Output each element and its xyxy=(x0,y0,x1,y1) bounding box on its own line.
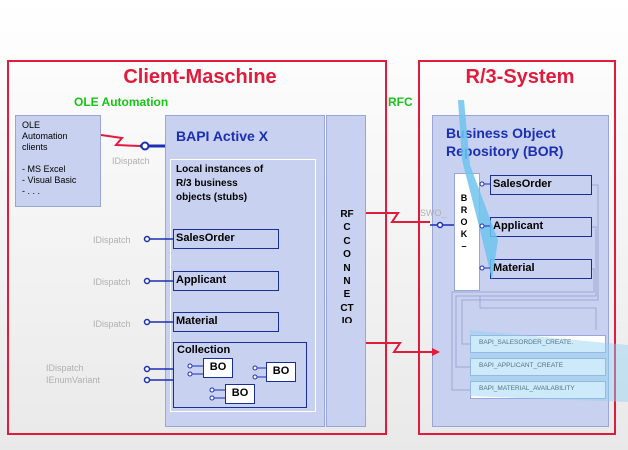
collection-ienum-port xyxy=(143,376,151,384)
local-instances-line: objects (stubs) xyxy=(176,192,248,203)
r3-object-salesorder[interactable]: SalesOrder xyxy=(490,175,592,195)
r3-system-frame xyxy=(418,60,616,435)
rfc-red-link-top xyxy=(366,212,430,223)
broker-text: B R O K – xyxy=(455,192,473,252)
client-object-applicant[interactable]: Applicant xyxy=(173,271,279,291)
ole-clients-line: clients xyxy=(22,142,48,152)
applicant-port xyxy=(143,277,151,285)
cyan-beam-lower xyxy=(470,330,628,402)
ole-clients-line: OLE xyxy=(22,120,41,130)
local-instances-label: Local instances of R/3 business objects … xyxy=(176,163,263,205)
idispatch-label: IDispatch xyxy=(93,319,131,329)
rfc-connector-letter: E xyxy=(343,289,351,301)
ole-clients-line: Automation xyxy=(22,131,68,141)
collection-idispatch-label: IDispatch xyxy=(46,363,84,373)
rfc-connector-letter: N xyxy=(343,276,351,288)
rfc-connector-text: RF C C O N N E CT IO xyxy=(327,208,367,323)
rfc-connector-letter: C xyxy=(343,222,351,234)
idispatch-label: IDispatch xyxy=(93,235,131,245)
broker-letter: O xyxy=(460,217,468,227)
bo-box[interactable]: BO xyxy=(225,384,255,404)
rfc-connector-panel: RF C C O N N E CT IO xyxy=(326,115,366,427)
client-object-salesorder[interactable]: SalesOrder xyxy=(173,229,279,249)
bapi-salesorder-create[interactable]: BAPI_SALESORDER_CREATE. xyxy=(470,335,606,353)
broker-letter: B xyxy=(460,193,468,203)
rfc-red-link-bottom xyxy=(366,342,432,353)
broker-port xyxy=(436,221,444,229)
collection-idispatch-port xyxy=(143,365,151,373)
cyan-beam xyxy=(458,100,498,280)
ole-clients-line: - MS Excel xyxy=(22,164,66,174)
client-machine-frame xyxy=(7,60,387,435)
bor-title: Business Object Repository (BOR) xyxy=(446,124,563,160)
rfc-connector-letter: RF xyxy=(340,209,354,220)
bapi-applicant-create[interactable]: BAPI_APPLICANT_CREATE xyxy=(470,358,606,376)
bapi-activex-title: BAPI Active X xyxy=(176,128,269,144)
collection-ienumvariant-label: IEnumVariant xyxy=(46,375,100,385)
rfc-connector-letter: C xyxy=(343,235,351,247)
ole-red-link xyxy=(100,134,141,147)
local-instances-line: Local instances of xyxy=(176,164,264,175)
client-machine-title: Client-Maschine xyxy=(123,66,277,88)
idispatch-label: IDispatch xyxy=(93,277,131,287)
idispatch-top-label: IDispatch xyxy=(112,156,150,166)
broker-letter: K xyxy=(460,229,468,239)
ole-clients-line: - Visual Basic xyxy=(22,175,77,185)
ole-clients-box: OLE Automation clients - MS Excel - Visu… xyxy=(15,115,101,207)
local-instances-line: R/3 business xyxy=(176,178,238,189)
rfc-label: RFC xyxy=(388,95,413,109)
rfc-connector-letter: O xyxy=(343,249,351,261)
idispatch-top-port xyxy=(140,141,150,151)
bo-box[interactable]: BO xyxy=(266,362,296,382)
bor-title-line: Business Object xyxy=(446,125,556,141)
broker-letter: R xyxy=(460,205,468,215)
swo-label: SWO_ xyxy=(420,208,447,218)
bapi-material-availability[interactable]: BAPI_MATERIAL_AVAILABILITY xyxy=(470,381,606,399)
rfc-connector-letter: CT xyxy=(340,302,354,314)
rfc-connector-letter: N xyxy=(343,262,351,274)
bor-title-line: Repository (BOR) xyxy=(446,143,564,159)
rfc-connector-letter: IO xyxy=(341,316,353,324)
collection-label: Collection xyxy=(177,344,231,356)
rfc-arrowhead xyxy=(432,348,440,356)
ole-clients-line: - . . . xyxy=(22,186,40,196)
client-object-material[interactable]: Material xyxy=(173,312,279,332)
bo-box[interactable]: BO xyxy=(203,358,233,378)
local-instances-box xyxy=(170,159,316,412)
material-port xyxy=(143,318,151,326)
ole-automation-label: OLE Automation xyxy=(74,95,169,109)
r3-system-title: R/3-System xyxy=(465,66,575,88)
salesorder-port xyxy=(143,235,151,243)
broker-letter: – xyxy=(461,241,467,251)
